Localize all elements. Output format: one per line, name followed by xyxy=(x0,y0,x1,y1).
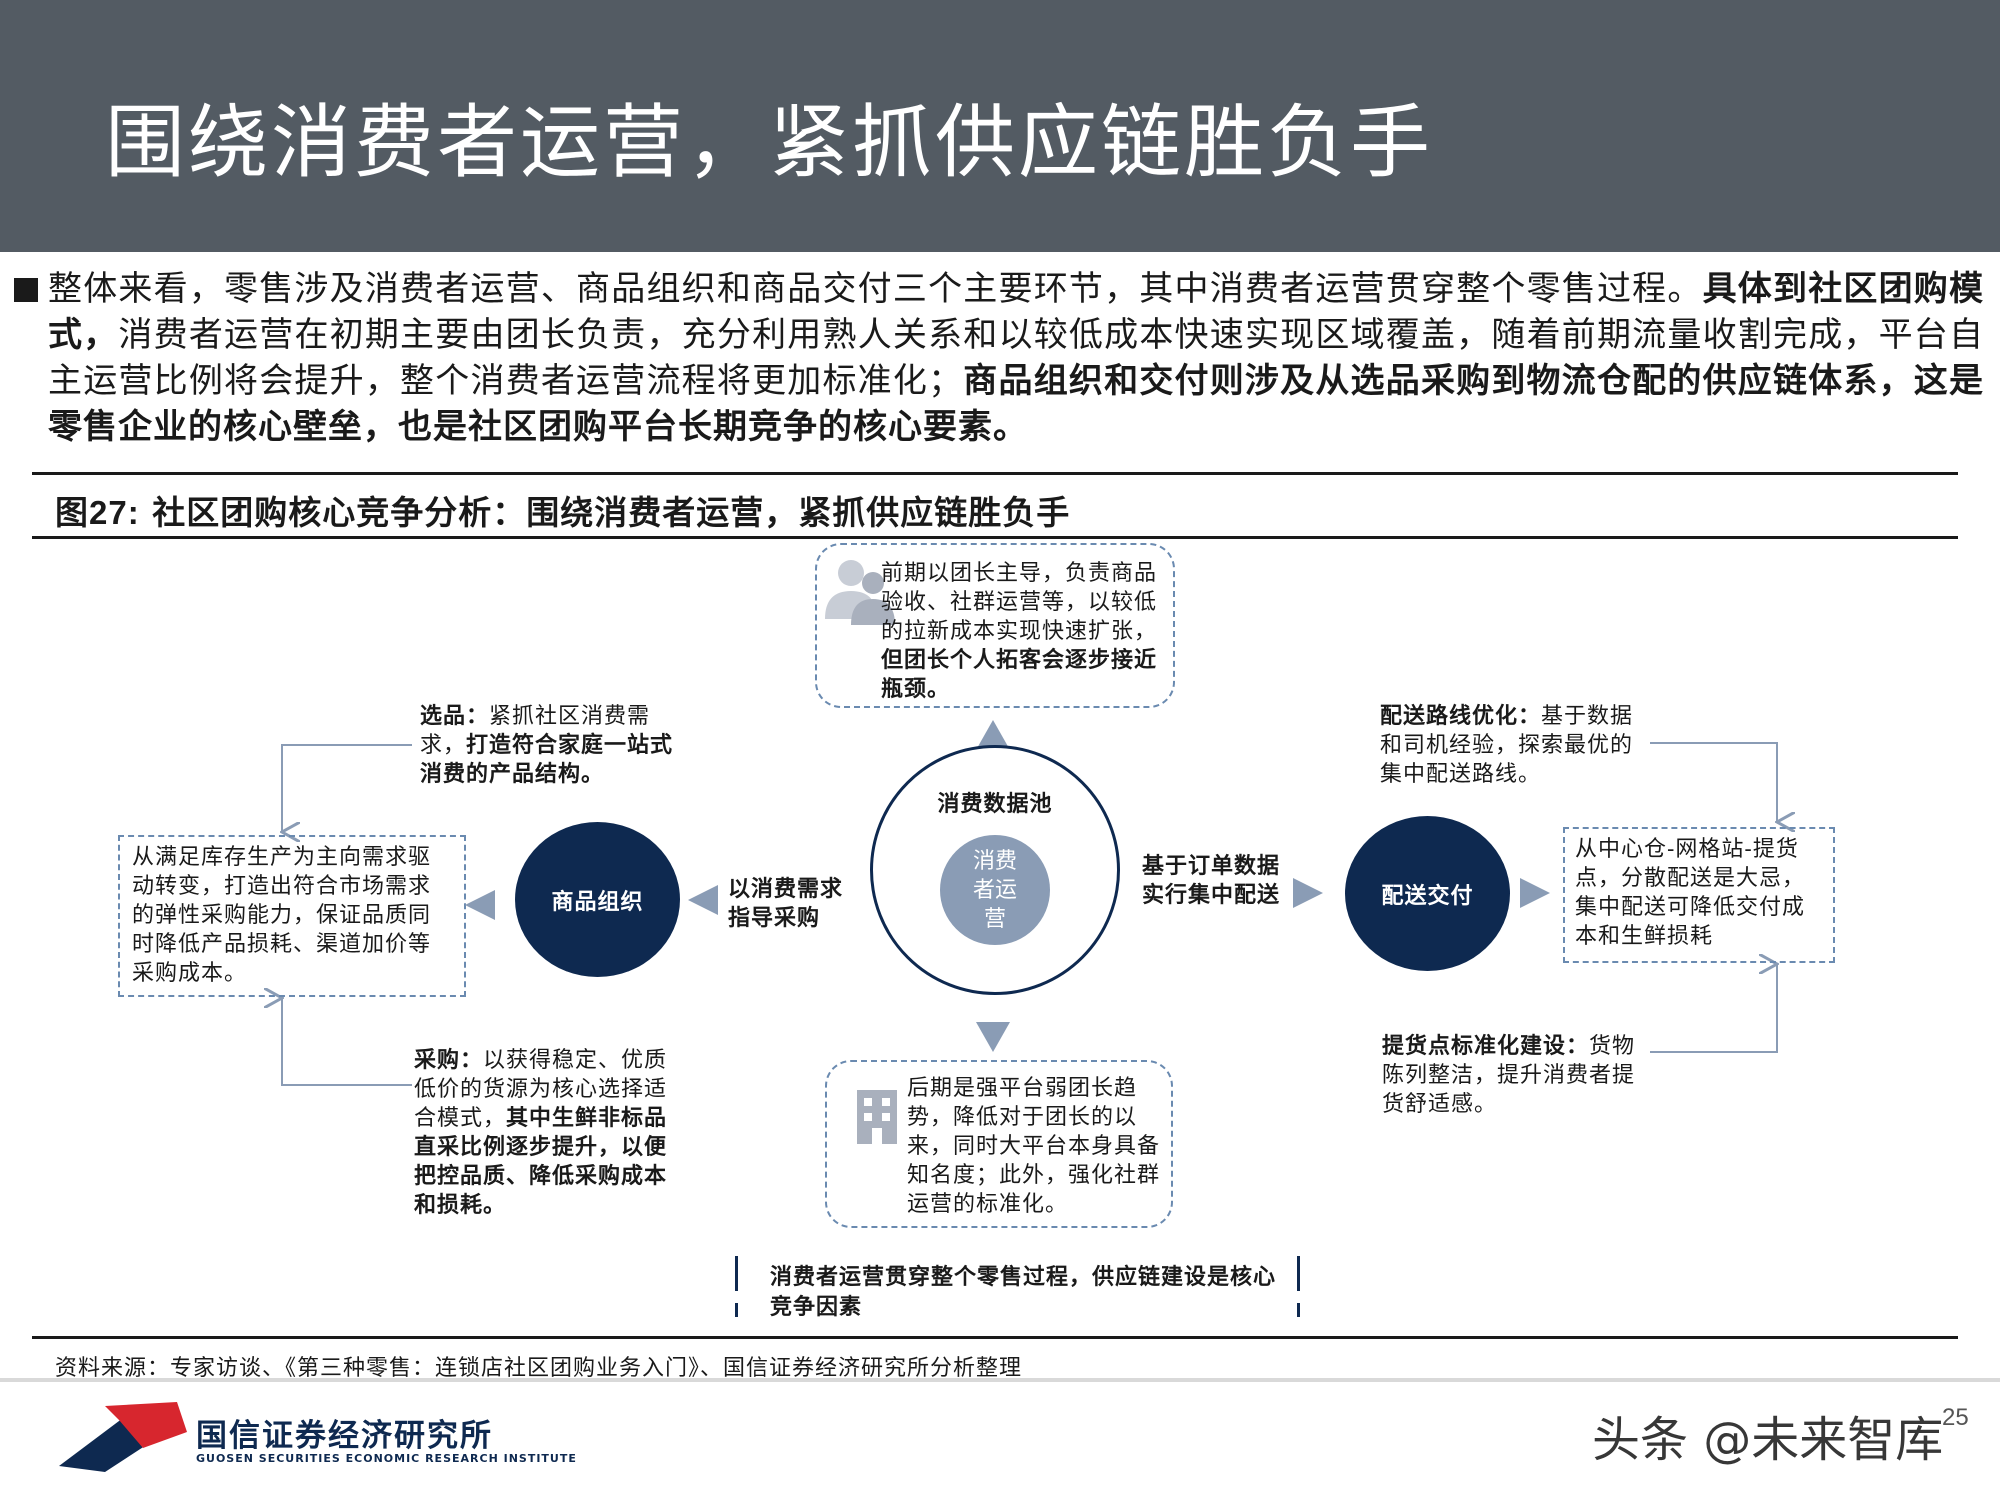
conclusion-right-bar xyxy=(1297,1256,1300,1291)
consumer-data-pool: 消费数据池 消费者运营 xyxy=(870,745,1120,995)
caption-top-rule xyxy=(32,472,1958,475)
early-stage-text: 前期以团长主导，负责商品验收、社群运营等，以较低的拉新成本实现快速扩张，但团长个… xyxy=(881,559,1165,704)
peisong-normal: 基于数据和司机经验，探索最优的集中配送路线。 xyxy=(1380,704,1634,787)
conclusion-right-bar-tail xyxy=(1297,1303,1300,1317)
goods-organization-circle: 商品组织 xyxy=(515,822,680,977)
logo-name-cn: 国信证券经济研究所 xyxy=(196,1418,493,1454)
intro-part1: 整体来看，零售涉及消费者运营、商品组织和商品交付三个主要环节，其中消费者运营贯穿… xyxy=(48,269,1703,309)
delivery-circle: 配送交付 xyxy=(1345,816,1510,971)
later-stage-box: 后期是强平台弱团长趋势，降低对于团长的以来，同时大平台本身具备知名度；此外，强化… xyxy=(825,1060,1173,1228)
building-icon xyxy=(857,1090,897,1144)
caigou-label: 采购： xyxy=(414,1047,484,1073)
tihuo-normal: 货物陈列整洁，提升消费者提货舒适感。 xyxy=(1382,1034,1636,1117)
early-stage-bold: 但团长个人拓客会逐步接近瓶颈。 xyxy=(881,647,1158,702)
watermark: 头条 @未来智库 xyxy=(1592,1412,1944,1468)
xuanpin-text: 选品：紧抓社区消费需求，打造符合家庭一站式消费的产品结构。 xyxy=(420,702,690,789)
header-band: 围绕消费者运营，紧抓供应链胜负手 xyxy=(0,0,2000,252)
order-based-delivery-label: 基于订单数据实行集中配送 xyxy=(1142,853,1281,908)
peisong-label: 配送路线优化： xyxy=(1380,703,1542,729)
intro-part3: 消费者运营在初期主要由团长负责，充分利用熟人关系和以较低成本快速实现区域覆盖，随… xyxy=(48,315,1985,401)
tihuo-text: 提货点标准化建设：货物陈列整洁，提升消费者提货舒适感。 xyxy=(1382,1032,1652,1119)
centralized-delivery-text: 从中心仓-网格站-提货点，分散配送是大忌，集中配送可降低交付成本和生鲜损耗 xyxy=(1575,837,1806,949)
intro-text: 整体来看，零售涉及消费者运营、商品组织和商品交付三个主要环节，其中消费者运营贯穿… xyxy=(14,266,1984,450)
caigou-normal: 以获得稳定、优质低价的货源为核心选择适合模式， xyxy=(414,1048,668,1131)
intro-paragraph: 整体来看，零售涉及消费者运营、商品组织和商品交付三个主要环节，其中消费者运营贯穿… xyxy=(14,266,1984,450)
down-arrow-icon xyxy=(976,1022,1010,1052)
caption-bottom-rule xyxy=(32,536,1958,539)
right-flow-arrow-icon xyxy=(1293,878,1323,908)
people-icon xyxy=(825,560,895,625)
figure-caption: 图27: 社区团购核心竞争分析：围绕消费者运营，紧抓供应链胜负手 xyxy=(55,486,1070,534)
xuanpin-normal: 紧抓社区消费需求， xyxy=(420,704,651,758)
conclusion-left-bar xyxy=(735,1256,738,1291)
conclusion-text: 消费者运营贯穿整个零售过程，供应链建设是核心竞争因素 xyxy=(770,1264,1277,1320)
logo-mark-icon xyxy=(59,1402,187,1472)
caigou-text: 采购：以获得稳定、优质低价的货源为核心选择适合模式，其中生鲜非标品直采比例逐步提… xyxy=(414,1046,688,1220)
xuanpin-bold: 打造符合家庭一站式消费的产品结构。 xyxy=(420,732,674,787)
left-box-arrow-icon xyxy=(465,890,495,920)
tihuo-connector xyxy=(1650,964,1777,1053)
page-number: 25 xyxy=(1942,1404,1969,1431)
xuanpin-connector xyxy=(282,744,412,832)
square-bullet-icon xyxy=(14,278,38,302)
logo-name-en: GUOSEN SECURITIES ECONOMIC RESEARCH INST… xyxy=(196,1452,577,1465)
delivery-label: 配送交付 xyxy=(1381,882,1474,909)
caption-text: 社区团购核心竞争分析：围绕消费者运营，紧抓供应链胜负手 xyxy=(139,493,1071,532)
early-stage-box: 前期以团长主导，负责商品验收、社群运营等，以较低的拉新成本实现快速扩张，但团长个… xyxy=(815,543,1175,708)
centralized-delivery-box: 从中心仓-网格站-提货点，分散配送是大忌，集中配送可降低交付成本和生鲜损耗 xyxy=(1563,827,1835,963)
caption-number: 27: xyxy=(89,494,140,531)
figure-bottom-rule xyxy=(32,1336,1958,1339)
goods-organization-label: 商品组织 xyxy=(551,888,644,915)
right-box-arrow-icon xyxy=(1520,878,1550,908)
peisong-connector xyxy=(1650,742,1777,822)
consumer-ops-core: 消费者运营 xyxy=(940,835,1050,945)
procurement-shift-box: 从满足库存生产为主向需求驱动转变，打造出符合市场需求的弹性采购能力，保证品质同时… xyxy=(118,835,466,997)
source-note: 资料来源：专家访谈、《第三种零售：连锁店社区团购业务入门》、国信证券经济研究所分… xyxy=(55,1356,1023,1381)
later-stage-text: 后期是强平台弱团长趋势，降低对于团长的以来，同时大平台本身具备知名度；此外，强化… xyxy=(907,1076,1161,1217)
conclusion-left-bar-tail xyxy=(735,1303,738,1317)
caigou-bold: 其中生鲜非标品直采比例逐步提升，以便把控品质、降低采购成本和损耗。 xyxy=(414,1105,668,1218)
page-title: 围绕消费者运营，紧抓供应链胜负手 xyxy=(105,96,1433,189)
peisong-text: 配送路线优化：基于数据和司机经验，探索最优的集中配送路线。 xyxy=(1380,702,1650,789)
tihuo-label: 提货点标准化建设： xyxy=(1382,1033,1590,1059)
procurement-shift-text: 从满足库存生产为主向需求驱动转变，打造出符合市场需求的弹性采购能力，保证品质同时… xyxy=(132,845,432,986)
xuanpin-label: 选品： xyxy=(420,703,490,729)
left-flow-arrow-icon xyxy=(688,885,718,915)
consumer-ops-label: 消费者运营 xyxy=(972,848,1017,932)
data-pool-label: 消费数据池 xyxy=(937,791,1053,817)
footer-divider xyxy=(0,1378,2000,1382)
intro-part4: 商品组织和交付则涉及从选品采购到物流仓配的供应链体系，这是零售企业的核心壁垒，也… xyxy=(48,361,1984,447)
intro-part2: 具体到社区团购模式， xyxy=(48,269,1985,355)
demand-guided-procurement-label: 以消费需求指导采购 xyxy=(728,876,844,931)
caption-prefix: 图 xyxy=(55,493,89,532)
early-stage-normal: 前期以团长主导，负责商品验收、社群运营等，以较低的拉新成本实现快速扩张， xyxy=(881,561,1158,644)
caigou-connector xyxy=(282,998,412,1086)
